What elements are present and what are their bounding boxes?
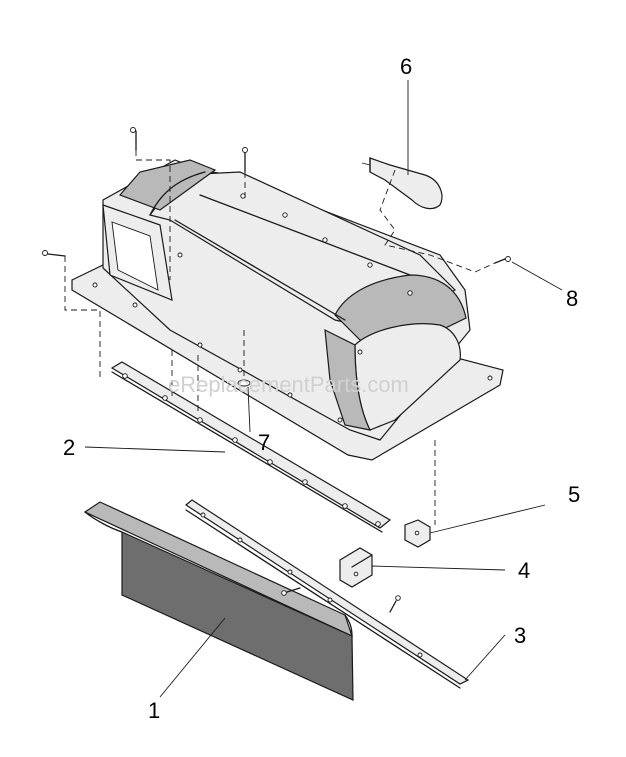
callout-3: 3 xyxy=(514,623,526,648)
part-3-bar xyxy=(184,499,470,689)
part-6-handle xyxy=(361,157,443,210)
fasteners xyxy=(42,127,511,613)
callout-5: 5 xyxy=(568,482,580,507)
callout-4: 4 xyxy=(518,558,530,583)
leader-lines xyxy=(84,80,563,698)
assembly-lines xyxy=(64,150,496,525)
part-4-bracket xyxy=(339,547,373,588)
callout-6: 6 xyxy=(400,54,412,79)
watermark: eReplacementParts.com xyxy=(168,372,409,397)
part-1-shield xyxy=(83,501,354,701)
callout-8: 8 xyxy=(566,286,578,311)
part-5-clip xyxy=(404,519,431,548)
part-2-rail xyxy=(110,361,392,533)
callout-labels: 6 8 2 7 5 4 3 1 xyxy=(63,54,580,723)
callout-7: 7 xyxy=(258,430,270,455)
hood-housing xyxy=(71,159,504,461)
callout-2: 2 xyxy=(63,435,75,460)
callout-1: 1 xyxy=(148,698,160,723)
